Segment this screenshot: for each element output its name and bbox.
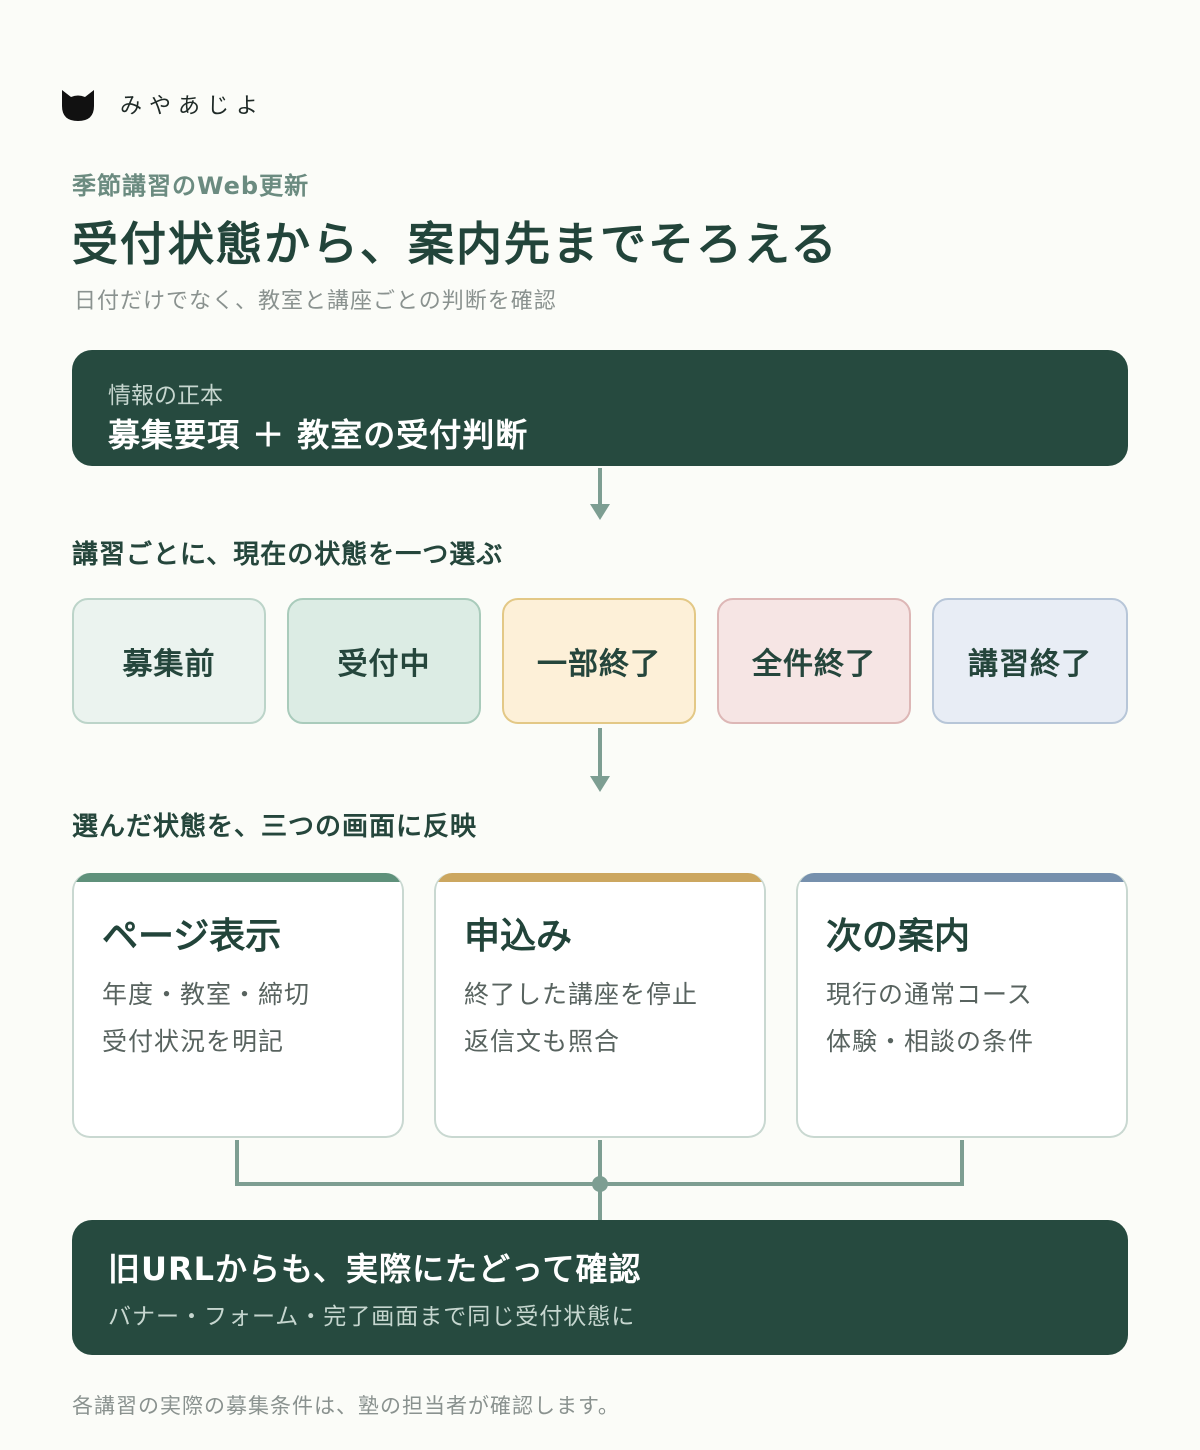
status-card-partial: 一部終了	[502, 598, 696, 724]
merge-dot	[592, 1176, 608, 1192]
screen-line: 受付状況を明記	[102, 1027, 285, 1056]
screen-line: 返信文も照合	[464, 1027, 621, 1056]
screens-heading: 選んだ状態を、三つの画面に反映	[72, 812, 478, 842]
status-label: 募集前	[122, 647, 216, 682]
status-card-ended: 講習終了	[932, 598, 1128, 724]
status-heading: 講習ごとに、現在の状態を一つ選ぶ	[72, 540, 504, 570]
arrow-head-1	[590, 504, 610, 520]
screen-title: 申込み	[464, 916, 573, 957]
screen-accent-bar	[436, 873, 764, 882]
result-title: 旧URLからも、実際にたどって確認	[108, 1250, 642, 1288]
screen-line: 終了した講座を停止	[464, 980, 699, 1009]
screen-title: 次の案内	[826, 916, 971, 957]
status-card-closed: 全件終了	[717, 598, 911, 724]
screen-card-application: 申込み 終了した講座を停止 返信文も照合	[434, 873, 766, 1138]
result-subtitle: バナー・フォーム・完了画面まで同じ受付状態に	[108, 1304, 636, 1330]
screen-line: 年度・教室・締切	[102, 980, 311, 1009]
brand: みやあじよ	[60, 86, 265, 122]
footer-note: 各講習の実際の募集条件は、塾の担当者が確認します。	[72, 1394, 620, 1418]
source-value: 募集要項 ＋ 教室の受付判断	[108, 416, 529, 454]
source-label: 情報の正本	[108, 383, 223, 409]
status-label: 全件終了	[752, 647, 876, 682]
source-box: 情報の正本 募集要項 ＋ 教室の受付判断	[72, 350, 1128, 466]
page-subtitle: 日付だけでなく、教室と講座ごとの判断を確認	[74, 289, 557, 314]
page-title: 受付状態から、案内先までそろえる	[72, 217, 839, 271]
screen-card-page: ページ表示 年度・教室・締切 受付状況を明記	[72, 873, 404, 1138]
screen-accent-bar	[798, 873, 1126, 882]
status-label: 一部終了	[537, 647, 661, 682]
status-card-open: 受付中	[287, 598, 481, 724]
page-kicker: 季節講習のWeb更新	[72, 172, 310, 200]
screen-card-next-guide: 次の案内 現行の通常コース 体験・相談の条件	[796, 873, 1128, 1138]
result-box: 旧URLからも、実際にたどって確認 バナー・フォーム・完了画面まで同じ受付状態に	[72, 1220, 1128, 1355]
screen-title: ページ表示	[102, 916, 282, 957]
screen-accent-bar	[74, 873, 402, 882]
status-card-before: 募集前	[72, 598, 266, 724]
arrow-head-2	[590, 776, 610, 792]
screen-line: 現行の通常コース	[826, 980, 1033, 1009]
status-label: 受付中	[337, 647, 431, 682]
cat-icon	[62, 90, 94, 121]
screen-line: 体験・相談の条件	[826, 1027, 1035, 1056]
brand-name: みやあじよ	[120, 94, 266, 119]
status-label: 講習終了	[968, 647, 1092, 682]
